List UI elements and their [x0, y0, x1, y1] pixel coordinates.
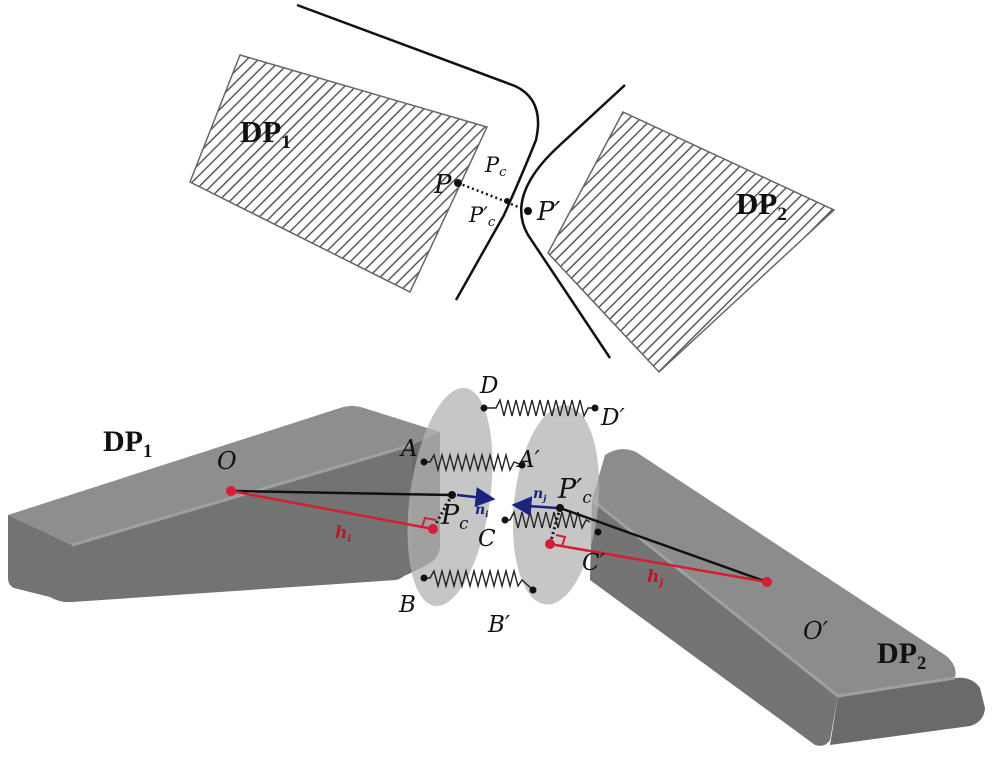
- top-dp1-label: DP1: [240, 114, 291, 153]
- o-label: O: [217, 447, 237, 475]
- nj-label: nj: [533, 486, 547, 504]
- foot-hi: [428, 524, 438, 534]
- spring-b: [424, 568, 534, 591]
- o-prime-label: O′: [803, 617, 829, 645]
- line-hi: [230, 489, 434, 531]
- line-hj: [549, 542, 768, 584]
- top-dp2-block: [547, 111, 836, 374]
- top-schematic: DP1 DP2 P P′ Pc P′c: [189, 3, 836, 374]
- a-prime-label: A′: [516, 447, 541, 473]
- dp1-front-face: [8, 445, 412, 603]
- d-label: D: [479, 373, 498, 399]
- center-o-prime: [762, 577, 772, 587]
- point-pc-prime-3d: [556, 504, 564, 512]
- d-prime-label: D′: [600, 405, 625, 431]
- c-label: C: [478, 526, 496, 552]
- point-a: [420, 458, 428, 466]
- point-pc-3d: [448, 491, 456, 499]
- contact-boundary-right: [520, 84, 626, 359]
- right-angle-mark-right: [555, 534, 567, 547]
- bottom-3d-model: DP1 DP2 O O′ Pc P′c D D′ A A′ C C′ B B′ …: [8, 373, 985, 746]
- top-dp2-label: DP2: [736, 186, 787, 225]
- dp2-block: [590, 449, 985, 746]
- hi-label: hi: [335, 523, 351, 545]
- top-dp1-block: [189, 54, 489, 294]
- hj-label: hj: [647, 567, 663, 589]
- c-prime-label: C′: [582, 550, 606, 576]
- point-c: [501, 516, 509, 524]
- dotted-pc-prime-to-foot: [548, 507, 562, 545]
- line-o-to-pc: [230, 489, 453, 497]
- dp1-block: [8, 406, 440, 603]
- top-p-label: P: [433, 170, 452, 200]
- point-p: [454, 179, 462, 187]
- dp1-top-face: [8, 406, 440, 545]
- contact-dotted-line-left: [457, 181, 508, 204]
- spring-a: [424, 452, 523, 473]
- a-label: A: [399, 436, 418, 462]
- right-angle-mark-left: [421, 516, 437, 528]
- point-c-prime: [594, 528, 602, 536]
- foot-hj: [545, 539, 555, 549]
- point-b: [420, 574, 428, 582]
- b-prime-label: B′: [487, 612, 511, 638]
- point-d: [480, 404, 488, 412]
- spring-c: [505, 509, 591, 531]
- dp2-end-face: [830, 677, 985, 745]
- line-o-prime-to-pc-prime: [559, 506, 768, 584]
- pc-prime-label: P′c: [557, 474, 592, 507]
- normal-nj-arrow: [511, 496, 558, 517]
- contact-boundary-left: [296, 3, 540, 301]
- dp1-label: DP1: [103, 425, 152, 462]
- dotted-pc-to-foot: [431, 494, 454, 530]
- point-p-prime: [524, 207, 532, 215]
- point-a-prime: [518, 461, 526, 469]
- dp2-label: DP2: [877, 637, 926, 674]
- point-b-prime: [529, 586, 537, 594]
- top-pc-label: Pc: [484, 153, 507, 180]
- dp1-top-edge-highlight: [71, 443, 413, 547]
- center-o: [226, 486, 236, 496]
- ni-label: ni: [475, 502, 488, 520]
- dp2-top-face: [592, 449, 956, 696]
- point-pc: [504, 198, 510, 204]
- top-pc-prime-label: P′c: [468, 203, 496, 230]
- point-d-prime: [591, 404, 599, 412]
- pc-label: Pc: [440, 500, 469, 533]
- top-p-prime-label: P′: [536, 197, 560, 227]
- normal-ni-arrow: [456, 487, 496, 508]
- spring-d: [484, 397, 595, 419]
- contact-disk-right: [512, 405, 600, 605]
- b-label: B: [398, 592, 416, 618]
